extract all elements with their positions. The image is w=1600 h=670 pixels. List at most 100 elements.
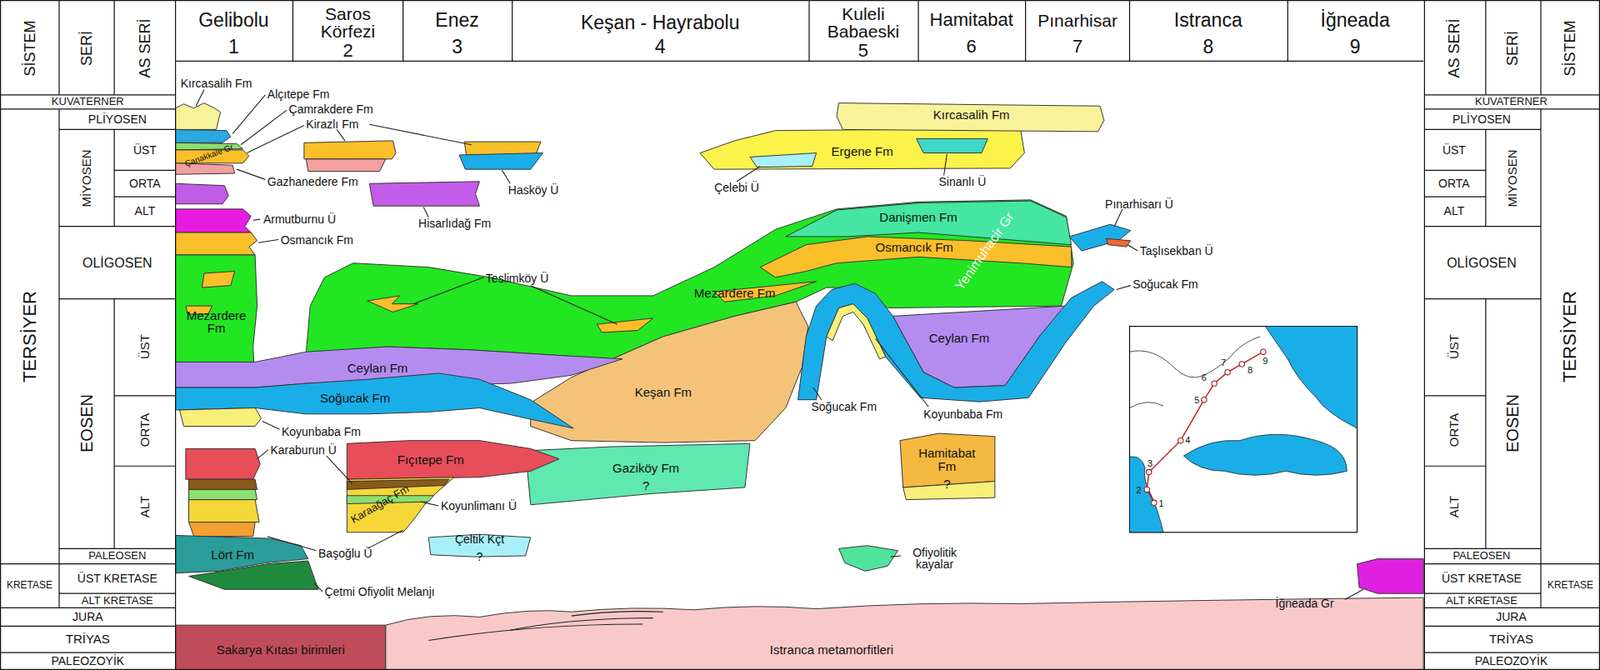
table-cell-label: KUVATERNER bbox=[51, 96, 125, 109]
formation-shape bbox=[1144, 486, 1150, 492]
map-callout-number: 7 bbox=[1220, 358, 1226, 369]
formation-area: Lört Fm bbox=[210, 548, 255, 562]
table-cell-label: ORTA bbox=[138, 413, 152, 447]
table-cell-label: KRETASE bbox=[6, 580, 53, 591]
formation-area: Gaziköy Fm? bbox=[612, 461, 680, 494]
table-cell-label: PALEOZOYİK bbox=[1475, 655, 1549, 668]
formation-shape bbox=[1130, 402, 1164, 409]
map-callout-number: 3 bbox=[1147, 459, 1153, 470]
formation-shape bbox=[813, 387, 822, 400]
map-callout-number: 8 bbox=[1247, 366, 1253, 377]
formation-shape bbox=[839, 545, 899, 572]
table-cell-label: SERİ bbox=[1504, 30, 1520, 66]
formation-shape bbox=[890, 555, 901, 557]
table-rule bbox=[1540, 109, 1541, 608]
table-cell-label: ALT bbox=[1447, 495, 1461, 518]
table-rule bbox=[1424, 0, 1425, 670]
formation-shape bbox=[428, 624, 643, 641]
table-cell-label: JURA bbox=[1495, 610, 1527, 624]
table-cell-label: ALT KRETASE bbox=[81, 595, 154, 607]
formation-shape bbox=[201, 271, 235, 289]
table-rule bbox=[1424, 652, 1600, 654]
table-cell-label: SİSTEM bbox=[21, 20, 38, 76]
formation-label: Armutburnu Ü bbox=[263, 213, 336, 226]
formation-shape bbox=[367, 530, 404, 549]
formation-shape bbox=[750, 153, 817, 168]
formation-shape bbox=[596, 318, 653, 333]
formation-shape bbox=[346, 477, 455, 533]
formation-label: Koyunbaba Fm bbox=[923, 407, 1003, 420]
formation-shape bbox=[1105, 238, 1130, 247]
shape-group bbox=[1144, 349, 1266, 505]
formation-label: Soğucak Fm bbox=[810, 400, 877, 414]
formation-label: Osmancık Fm bbox=[280, 233, 354, 246]
formation-label: Pınarhisarı Ü bbox=[1105, 197, 1174, 210]
formation-shape bbox=[175, 129, 231, 143]
formation-shape bbox=[1260, 349, 1266, 355]
formation-shape bbox=[175, 163, 235, 175]
formation-area: Mezardere Fm bbox=[185, 309, 247, 336]
formation-shape bbox=[1265, 326, 1357, 429]
table-rule bbox=[0, 94, 176, 95]
table-cell-label: JURA bbox=[72, 610, 104, 624]
formation-shape bbox=[530, 285, 618, 325]
table-cell-label: TRİYAS bbox=[65, 632, 110, 646]
formation-shape bbox=[944, 154, 948, 176]
formation-name: Sakarya Kıtası birimleri bbox=[216, 643, 345, 657]
formation-name: ? bbox=[455, 550, 505, 564]
formation-shape bbox=[232, 95, 265, 135]
table-cell-label: PLİYOSEN bbox=[88, 113, 147, 126]
table-rule bbox=[59, 593, 176, 595]
column-header: 6 bbox=[966, 37, 977, 56]
formation-label: Kirazlı Fm bbox=[305, 118, 359, 131]
formation-shape bbox=[1130, 336, 1261, 378]
table-cell-label: PLİYOSEN bbox=[1452, 113, 1511, 126]
shape-group bbox=[1130, 326, 1358, 533]
formation-shape bbox=[1130, 456, 1164, 533]
formation-shape bbox=[1114, 209, 1123, 227]
formation-shape bbox=[236, 169, 265, 180]
column-header: Gelibolu bbox=[198, 10, 269, 30]
table-rule bbox=[1485, 299, 1486, 550]
formation-area: Ergene Fm bbox=[831, 145, 894, 159]
formation-name: Kırcasalih Fm bbox=[933, 108, 1010, 122]
formation-name: Ergene Fm bbox=[831, 145, 894, 159]
formation-shape bbox=[525, 443, 750, 505]
formation-shape bbox=[253, 219, 261, 220]
table-cell-label: PALEOSEN bbox=[1452, 550, 1510, 562]
formation-label: Karaburun Ü bbox=[270, 443, 336, 456]
table-cell-label: EOSEN bbox=[78, 394, 96, 453]
column-header: 9 bbox=[1350, 37, 1361, 57]
formation-shape bbox=[175, 209, 252, 233]
table-cell-label: TRİYAS bbox=[1489, 632, 1534, 646]
table-rule bbox=[917, 0, 919, 61]
column-header: 7 bbox=[1072, 37, 1083, 56]
column-header: Keşan - Hayrabolu bbox=[580, 12, 740, 32]
map-callout-number: 1 bbox=[1158, 499, 1164, 510]
formation-label: Çelebi Ü bbox=[714, 181, 760, 195]
formation-name: ? bbox=[612, 480, 680, 494]
formation-area: Istranca metamorfitleri bbox=[770, 643, 894, 657]
table-rule bbox=[58, 0, 60, 95]
formation-shape bbox=[1357, 559, 1425, 595]
formation-name: Mezardere Fm bbox=[694, 287, 776, 301]
formation-shape bbox=[267, 536, 317, 551]
formation-shape bbox=[385, 597, 1424, 670]
column-header: 4 bbox=[655, 37, 666, 57]
column-header: 8 bbox=[1202, 37, 1214, 57]
formation-label: Kırcasalih Fm bbox=[180, 77, 253, 90]
formation-name: Çeltik Kçt bbox=[455, 534, 505, 547]
table-cell-label: ALT bbox=[138, 495, 152, 518]
formation-name: Lört Fm bbox=[210, 548, 255, 562]
table-rule bbox=[1424, 395, 1485, 396]
formation-shape bbox=[700, 128, 1025, 170]
formation-shape bbox=[346, 440, 560, 480]
formation-shape bbox=[1183, 434, 1347, 475]
formation-area: Çeltik Kçt? bbox=[455, 534, 505, 564]
formation-name: Hamitabat Fm bbox=[916, 446, 978, 474]
table-rule bbox=[114, 395, 175, 396]
table-cell-label: OLİGOSEN bbox=[1446, 255, 1517, 270]
formation-shape bbox=[916, 138, 989, 153]
